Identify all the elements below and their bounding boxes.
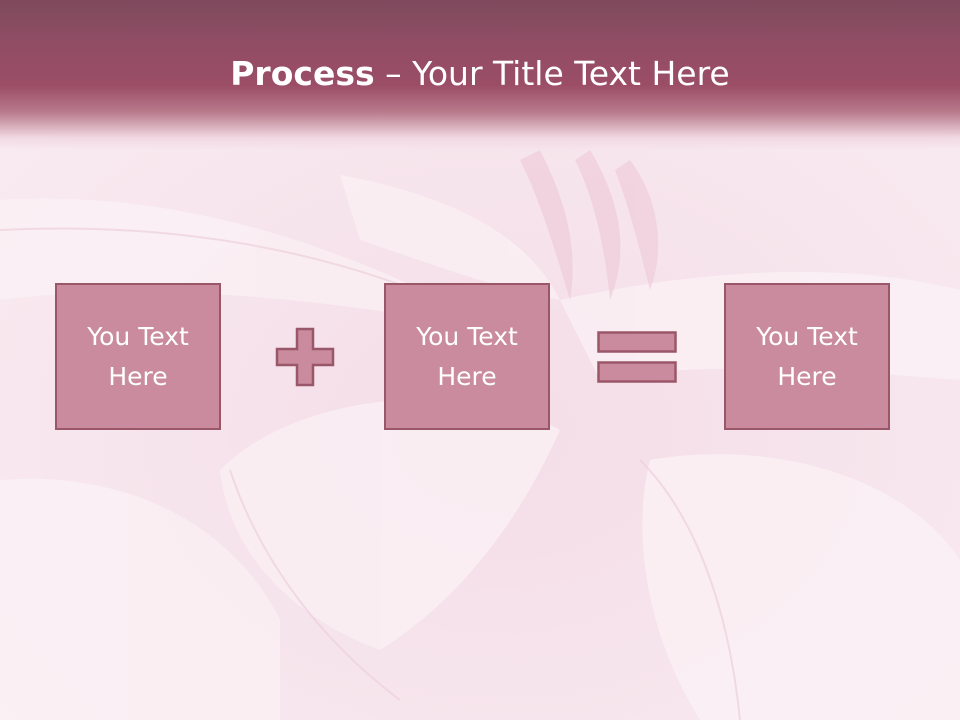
text-box-2-line1: You Text [416,321,518,351]
title-bold: Process [230,54,375,93]
text-box-3[interactable]: You Text Here [724,283,890,430]
text-box-1[interactable]: You Text Here [55,283,221,430]
text-box-2-line2: Here [437,361,497,391]
plus-icon [275,327,335,387]
title-banner [0,0,960,150]
text-box-3-line1: You Text [756,321,858,351]
text-box-1-line1: You Text [87,321,189,351]
text-box-3-line2: Here [777,361,837,391]
text-box-1-line2: Here [108,361,168,391]
text-box-2[interactable]: You Text Here [384,283,550,430]
title-separator: – [374,54,413,93]
slide-title: Process – Your Title Text Here [0,52,960,96]
title-rest: Your Title Text Here [412,54,730,93]
equals-icon [597,331,677,383]
